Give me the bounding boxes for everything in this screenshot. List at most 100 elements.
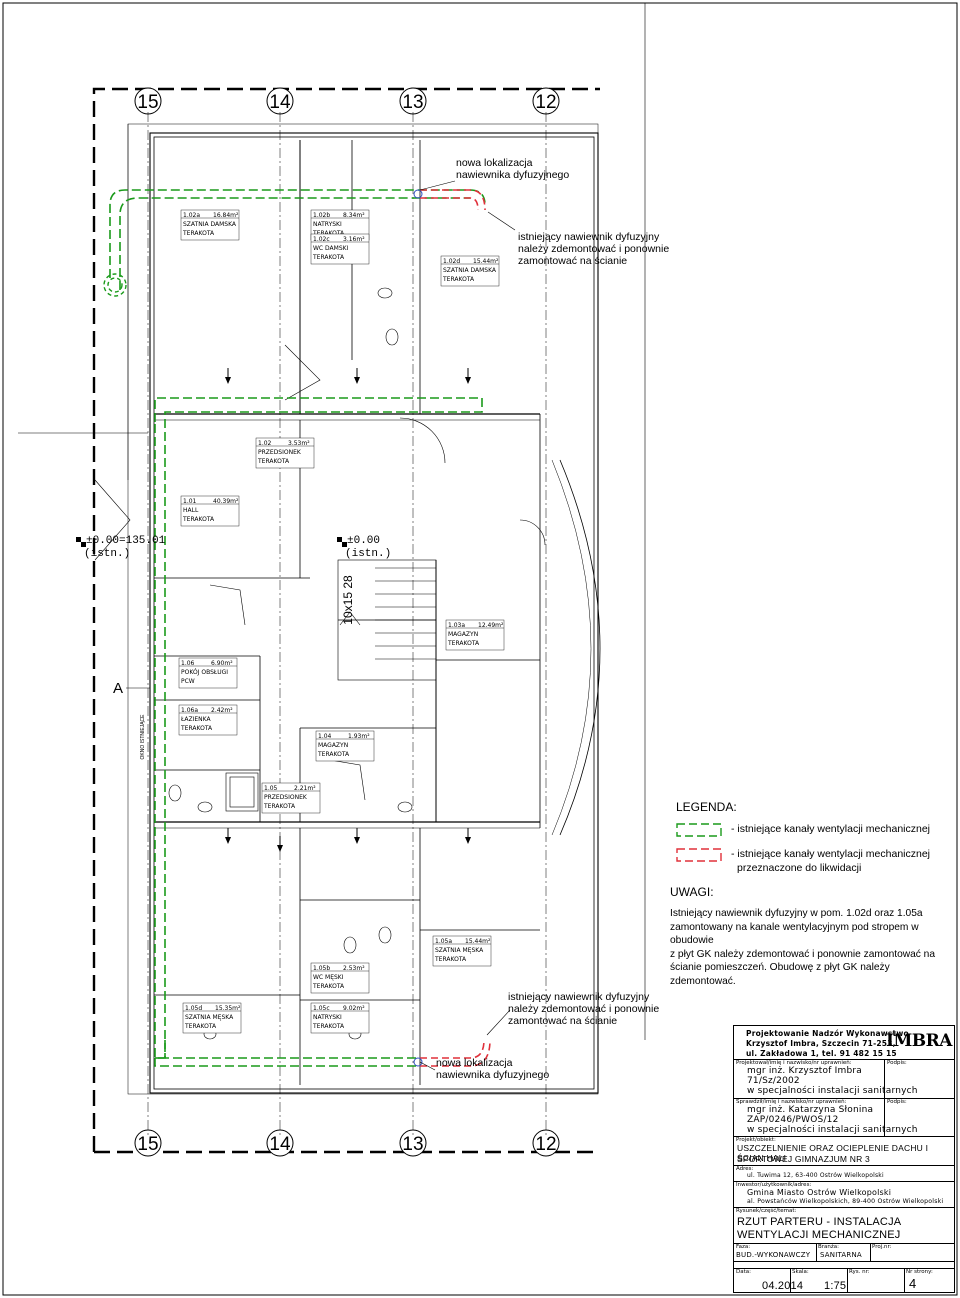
- room-floor: TERAKOTA: [312, 254, 345, 261]
- room-floor: TERAKOTA: [257, 458, 290, 465]
- project-label: Projekt/obiekt:: [736, 1137, 776, 1143]
- room-area: 15.44m²: [465, 938, 491, 945]
- room-number: 1.02c: [313, 236, 330, 243]
- callout-bottom-new: nowa lokalizacja nawiewnika dyfuzyjnego: [436, 1057, 549, 1081]
- drawing-number-label: Rys. nr:: [849, 1269, 870, 1275]
- callout-text: istniejący nawiewnik dyfuzyjny: [518, 231, 660, 243]
- room-name: SZATNIA DAMSKA: [183, 221, 237, 228]
- notes-line: zamontowany na kanale wentylacyjnym pod …: [670, 921, 919, 947]
- room-area: 2.53m²: [343, 965, 365, 972]
- room-area: 3.16m²: [343, 236, 365, 243]
- existing-diffuser-circles: [103, 273, 127, 297]
- project-line-1: USZCZELNIENIE ORAZ OCIEPLENIE DACHU I ŚC…: [737, 1143, 929, 1163]
- room-area: 16.84m²: [213, 212, 239, 219]
- room-floor: TERAKOTA: [263, 803, 296, 810]
- room-name: SZATNIA MĘSKA: [435, 947, 484, 954]
- grid-axis-label: 14: [269, 92, 291, 113]
- scale-value: 1:75: [824, 1280, 847, 1292]
- notes-body: Istniejący nawiewnik dyfuzyjny w pom. 1.…: [670, 907, 955, 988]
- firm-line-1: Projektowanie Nadzór Wykonawstwo: [746, 1029, 909, 1038]
- room-number: 1.02: [258, 440, 272, 447]
- door-swings: [94, 344, 546, 801]
- room-number: 1.02d: [443, 258, 460, 265]
- curved-facade: [559, 459, 601, 836]
- date-value: 04.2014: [762, 1280, 804, 1292]
- legend-red-label-2: przeznaczone do likwidacji: [737, 862, 862, 874]
- notes-title: UWAGI:: [670, 885, 714, 899]
- callout-top-existing: istniejący nawiewnik dyfuzyjny należy zd…: [518, 231, 669, 267]
- level-1-note: (istn.): [84, 548, 130, 560]
- drawing-line-1: RZUT PARTERU - INSTALACJA: [737, 1216, 902, 1228]
- designer-license: 71/Sz/2002: [747, 1076, 800, 1086]
- legend-green-swatch: [676, 823, 722, 837]
- room-label: 1.02c 3.16m² WC DAMSKI TERAKOTA: [310, 233, 370, 265]
- firm-line-2: Krzysztof Imbra, Szczecin 71-253,: [746, 1039, 896, 1048]
- room-name: WC DAMSKI: [313, 245, 349, 252]
- room-floor: TERAKOTA: [434, 956, 467, 963]
- room-name: POKÓJ OBSŁUGI: [181, 669, 228, 676]
- room-number: 1.05d: [185, 1005, 202, 1012]
- sheet-number-label: Nr strony:: [906, 1269, 933, 1275]
- room-floor: TERAKOTA: [317, 751, 350, 758]
- firm-line-3: ul. Zakładowa 1, tel. 91 482 15 15: [746, 1049, 897, 1058]
- room-area: 12.49m²: [478, 622, 504, 629]
- room-number: 1.05a: [435, 938, 452, 945]
- room-number: 1.05b: [313, 965, 330, 972]
- room-floor: TERAKOTA: [312, 230, 345, 237]
- checker-name: mgr inż. Katarzyna Słonina: [747, 1105, 874, 1115]
- grid-axis-label: 12: [535, 92, 556, 113]
- callout-top-new: nowa lokalizacja nawiewnika dyfuzyjnego: [456, 157, 569, 181]
- room-name: NATRYSKI: [313, 1014, 342, 1021]
- address-value: ul. Tuwima 12, 63-400 Ostrów Wielkopolsk…: [747, 1172, 884, 1179]
- scale-label: Skala:: [792, 1269, 809, 1275]
- sanitary-fixtures: [168, 287, 413, 1040]
- callout-leaders: [419, 180, 516, 1071]
- project-line-2: SPORTOWEJ GIMNAZJUM NR 3: [737, 1154, 870, 1164]
- drawing-label: Rysunek/część/temat:: [736, 1208, 797, 1214]
- diffuser-markers: [413, 189, 423, 1067]
- notes-line: ścianie pomieszczeń. Obudowę z płyt GK n…: [670, 962, 890, 987]
- room-number: 1.03a: [448, 622, 465, 629]
- callout-bottom-existing: istniejący nawiewnik dyfuzyjny należy zd…: [508, 991, 659, 1027]
- grid-axis-label: 12: [535, 1134, 556, 1155]
- grid-axis-label: 15: [137, 92, 158, 113]
- room-floor: TERAKOTA: [180, 725, 213, 732]
- room-area: 1.93m²: [348, 733, 370, 740]
- legend-red-swatch: [676, 848, 722, 862]
- ducts-to-remove: [420, 189, 491, 1067]
- existing-ducts: [109, 189, 486, 1067]
- grid-axis-label: 15: [137, 1134, 158, 1155]
- room-name: PRZEDSIONEK: [258, 449, 302, 456]
- grid-axis-label: 13: [402, 1134, 423, 1155]
- room-name: NATRYSKI: [313, 221, 342, 228]
- legend-red-label: - istniejące kanały wentylacji mechanicz…: [731, 848, 931, 860]
- address-label: Adres:: [736, 1166, 754, 1172]
- callout-text: nowa lokalizacja: [436, 1057, 513, 1069]
- room-number: 1.05: [264, 785, 278, 792]
- checker-label: Sprawdził/imię i nazwisko/nr uprawnień:: [736, 1099, 847, 1105]
- room-floor: TERAKOTA: [447, 640, 480, 647]
- window-tag: OKNO ISTNIEJĄCE: [140, 714, 146, 760]
- room-name: HALL: [183, 507, 199, 514]
- room-number: 1.01: [183, 498, 197, 505]
- room-number: 1.06a: [181, 707, 198, 714]
- branch-label: Branża:: [818, 1244, 840, 1250]
- room-label: 1.05a 15.44m² SZATNIA MĘSKA TERAKOTA: [432, 935, 492, 967]
- room-area: 40.39m²: [213, 498, 239, 505]
- company-logo: IMBRA: [886, 1031, 952, 1051]
- callout-text: należy zdemontować i ponownie: [518, 243, 670, 255]
- room-floor: TERAKOTA: [184, 1023, 217, 1030]
- project-number-label: Proj.nr:: [872, 1244, 892, 1250]
- room-number: 1.02a: [183, 212, 200, 219]
